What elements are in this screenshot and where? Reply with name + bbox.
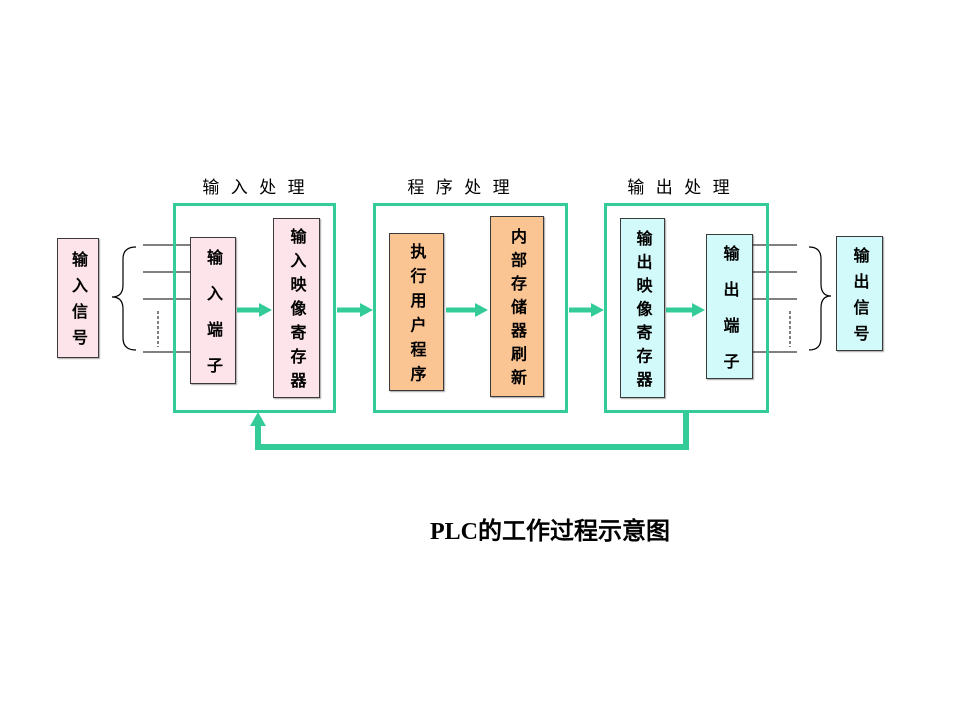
- internal-memory-refresh-block: 内部存储器刷新: [490, 216, 544, 397]
- internal-memory-refresh-label: 内部存储器刷新: [508, 228, 527, 393]
- feedback-loop-line: [255, 412, 689, 450]
- output-signal-brace: [808, 246, 832, 351]
- execute-user-program-block: 执行用户程序: [389, 233, 444, 391]
- arrow-head: [591, 303, 604, 317]
- section-title-program-processing: 程 序 处 理: [407, 178, 513, 198]
- output-image-register-label: 输出映像寄存器: [633, 229, 653, 395]
- arrow-head: [475, 303, 488, 317]
- program-processing-frame: [373, 203, 568, 413]
- arrow-head: [360, 303, 373, 317]
- feedback-arrow-head: [250, 412, 266, 426]
- arrow-head: [259, 303, 272, 317]
- input-signal-brace: [111, 246, 137, 351]
- output-image-register-block: 输出映像寄存器: [620, 218, 665, 398]
- cycle-feedback-arrow: [250, 412, 689, 450]
- input-processing-frame: [173, 203, 336, 413]
- input-terminal-block: 输入端子: [190, 237, 236, 393]
- input-image-register-label: 输入映像寄存器: [287, 228, 307, 396]
- arrow-program-to-output: [569, 303, 604, 317]
- output-signal-label: 输出信号: [850, 246, 870, 351]
- arrow-terminal-to-input-register: [237, 303, 272, 317]
- arrow-output-register-to-terminal: [666, 303, 705, 317]
- diagram-caption: PLC的工作过程示意图: [430, 519, 670, 545]
- input-image-register-block: 输入映像寄存器: [273, 218, 320, 398]
- output-terminal-label: 输出端子: [720, 244, 740, 389]
- input-signal-block: 输入信号: [57, 238, 99, 358]
- output-signal-block: 输出信号: [836, 236, 883, 351]
- output-processing-frame: [604, 203, 769, 413]
- section-title-input-processing: 输 入 处 理: [202, 178, 308, 198]
- arrow-execute-to-refresh: [446, 303, 488, 317]
- arrow-head: [692, 303, 705, 317]
- input-signal-label: 输入信号: [69, 251, 88, 355]
- arrow-input-to-program: [337, 303, 373, 317]
- output-terminal-block: 输出端子: [706, 234, 753, 389]
- execute-user-program-label: 执行用户程序: [407, 242, 427, 390]
- section-title-output-processing: 输 出 处 理: [627, 178, 733, 198]
- input-terminal-label: 输入端子: [204, 248, 223, 393]
